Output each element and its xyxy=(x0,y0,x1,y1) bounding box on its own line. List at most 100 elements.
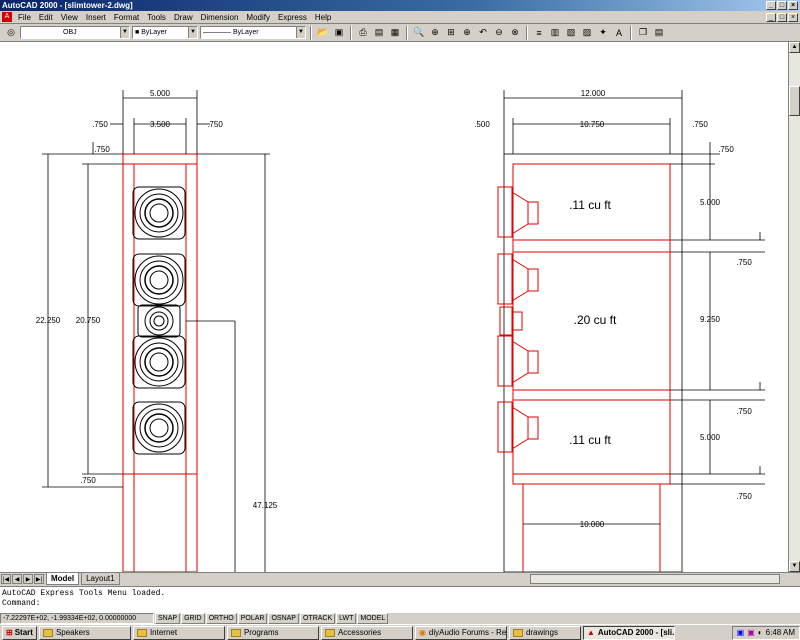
autocad-icon: ▲ xyxy=(586,627,595,637)
pan-icon[interactable]: ⊗ xyxy=(511,27,519,37)
right-view: .11 cu ft .20 cu ft .11 cu ft 12.000 xyxy=(474,89,765,572)
drawing-canvas[interactable]: 5.000 3.500 .750 .750 .750 22.250 20.750… xyxy=(0,42,788,572)
tray-icon-2[interactable]: ▣ xyxy=(747,628,755,637)
properties-toolbar: ◎ OBJ ▼ ■ ByLayer ▼ ———— ByLayer ▼ 📂 ▣ ⎙… xyxy=(0,24,800,42)
scroll-down-icon[interactable]: ▼ xyxy=(789,561,800,572)
menu-dimension[interactable]: Dimension xyxy=(200,12,239,22)
task-programs-label: Programs xyxy=(243,627,279,637)
dim-divider-3: .750 xyxy=(736,492,752,501)
folder-icon xyxy=(136,628,147,637)
osnap-toggle[interactable]: OSNAP xyxy=(268,613,299,624)
clipboard-icon[interactable]: ▤ xyxy=(654,27,664,37)
zoom-previous-icon[interactable]: ↶ xyxy=(479,27,487,37)
layers-icon[interactable]: ≡ xyxy=(536,27,542,38)
match-properties-icon[interactable]: ▧ xyxy=(566,27,576,37)
task-drawings[interactable]: drawings xyxy=(508,625,581,640)
dim-back-margin: .750 xyxy=(692,120,708,129)
system-tray: ▣ ▣ ◐ 6:48 AM xyxy=(731,625,800,640)
task-accessories[interactable]: Accessories xyxy=(320,625,413,640)
linetype-combo[interactable]: ———— ByLayer ▼ xyxy=(200,26,306,39)
preview-icon[interactable]: ▤ xyxy=(374,27,384,37)
tray-icon-1[interactable]: ▣ xyxy=(736,628,745,637)
paste-icon[interactable]: ▦ xyxy=(390,27,400,37)
zoom-extents-icon[interactable]: ⊞ xyxy=(447,27,455,37)
chevron-down-icon: ▼ xyxy=(296,27,305,38)
volume-icon[interactable]: ◐ xyxy=(757,628,763,637)
first-tab-icon[interactable]: |◀ xyxy=(1,574,11,584)
menu-express[interactable]: Express xyxy=(277,12,307,22)
vertical-scrollbar[interactable]: ▲ ▼ xyxy=(788,42,800,572)
task-programs[interactable]: Programs xyxy=(226,625,319,640)
menu-format[interactable]: Format xyxy=(113,12,140,22)
otrack-toggle[interactable]: OTRACK xyxy=(299,613,336,624)
menu-tools[interactable]: Tools xyxy=(147,12,166,22)
lwt-toggle[interactable]: LWT xyxy=(336,613,357,624)
text-style-icon[interactable]: A xyxy=(615,27,622,38)
chevron-down-icon: ▼ xyxy=(120,27,129,38)
prev-tab-icon[interactable]: ◀ xyxy=(12,574,22,584)
express-tools-icon[interactable]: ✦ xyxy=(599,27,607,37)
menu-edit[interactable]: Edit xyxy=(38,12,53,22)
copy-icon[interactable]: ❐ xyxy=(638,27,648,37)
tab-model[interactable]: Model xyxy=(46,573,80,585)
document-icon[interactable]: A xyxy=(2,12,12,22)
zoom-realtime-icon[interactable]: 🔍 xyxy=(413,27,425,37)
task-accessories-label: Accessories xyxy=(337,627,382,637)
properties-icon[interactable]: ▥ xyxy=(550,27,560,37)
grid-toggle[interactable]: GRID xyxy=(181,613,205,624)
scroll-up-icon[interactable]: ▲ xyxy=(789,42,800,53)
layer-manager-icon[interactable]: ◎ xyxy=(7,27,15,37)
tab-layout1[interactable]: Layout1 xyxy=(81,573,120,585)
coordinate-readout: -7.22297E+02, -1.99334E+02, 0.00000000 xyxy=(0,613,154,624)
scroll-thumb[interactable] xyxy=(789,86,800,116)
close-button[interactable]: × xyxy=(788,1,798,10)
doc-minimize-button[interactable]: _ xyxy=(766,13,776,22)
command-window[interactable]: AutoCAD Express Tools Menu loaded. Comma… xyxy=(0,586,800,612)
menu-draw[interactable]: Draw xyxy=(173,12,193,22)
dim-inner-width: 3.500 xyxy=(150,120,171,129)
task-speakers[interactable]: Speakers xyxy=(38,625,131,640)
ortho-toggle[interactable]: ORTHO xyxy=(205,613,237,624)
woofer-1 xyxy=(132,186,186,240)
polar-toggle[interactable]: POLAR xyxy=(237,613,268,624)
command-prompt[interactable]: Command: xyxy=(2,599,41,608)
doc-close-button[interactable]: × xyxy=(788,13,798,22)
dim-chamber-2-height: 9.250 xyxy=(700,315,721,324)
menu-modify[interactable]: Modify xyxy=(246,12,270,22)
dim-bottom-margin: .750 xyxy=(80,476,96,485)
zoom-window-icon[interactable]: ⊕ xyxy=(431,27,439,37)
minimize-button[interactable]: _ xyxy=(766,1,776,10)
task-internet[interactable]: Internet xyxy=(132,625,225,640)
maximize-button[interactable]: □ xyxy=(777,1,787,10)
last-tab-icon[interactable]: ▶| xyxy=(34,574,44,584)
linetype-value: ByLayer xyxy=(232,29,259,36)
block-icon[interactable]: ▨ xyxy=(582,27,592,37)
snap-toggle[interactable]: SNAP xyxy=(155,613,181,624)
menu-help[interactable]: Help xyxy=(314,12,332,22)
menu-file[interactable]: File xyxy=(18,12,31,22)
dim-total-height: 47.125 xyxy=(253,501,278,510)
layer-combo[interactable]: OBJ ▼ xyxy=(20,26,130,39)
menu-view[interactable]: View xyxy=(60,12,78,22)
menu-insert[interactable]: Insert xyxy=(85,12,106,22)
task-diyaudio-label: diyAudio Forums - Rep... xyxy=(428,627,507,637)
start-button[interactable]: ⊞ Start xyxy=(2,625,37,640)
dim-right-margin: .750 xyxy=(207,120,223,129)
task-diyaudio[interactable]: ◉diyAudio Forums - Rep... xyxy=(414,625,507,640)
task-autocad-label: AutoCAD 2000 - [sli... xyxy=(597,627,675,637)
status-bar: -7.22297E+02, -1.99334E+02, 0.00000000 S… xyxy=(0,612,800,624)
woofer-2 xyxy=(132,253,186,307)
dim-top-margin-right: .750 xyxy=(718,145,734,154)
color-combo[interactable]: ■ ByLayer ▼ xyxy=(132,26,198,39)
zoom-out-icon[interactable]: ⊖ xyxy=(495,27,503,37)
task-autocad[interactable]: ▲AutoCAD 2000 - [sli... xyxy=(582,625,675,640)
save-icon[interactable]: ▣ xyxy=(334,27,344,37)
next-tab-icon[interactable]: ▶ xyxy=(23,574,33,584)
dim-chamber-1-height: 5.000 xyxy=(700,198,721,207)
doc-restore-button[interactable]: □ xyxy=(777,13,787,22)
print-icon[interactable]: ⎙ xyxy=(359,27,367,37)
zoom-in-icon[interactable]: ⊕ xyxy=(463,27,471,37)
horizontal-scrollbar[interactable] xyxy=(530,574,780,584)
model-toggle[interactable]: MODEL xyxy=(357,613,389,624)
open-folder-icon[interactable]: 📂 xyxy=(317,27,329,37)
